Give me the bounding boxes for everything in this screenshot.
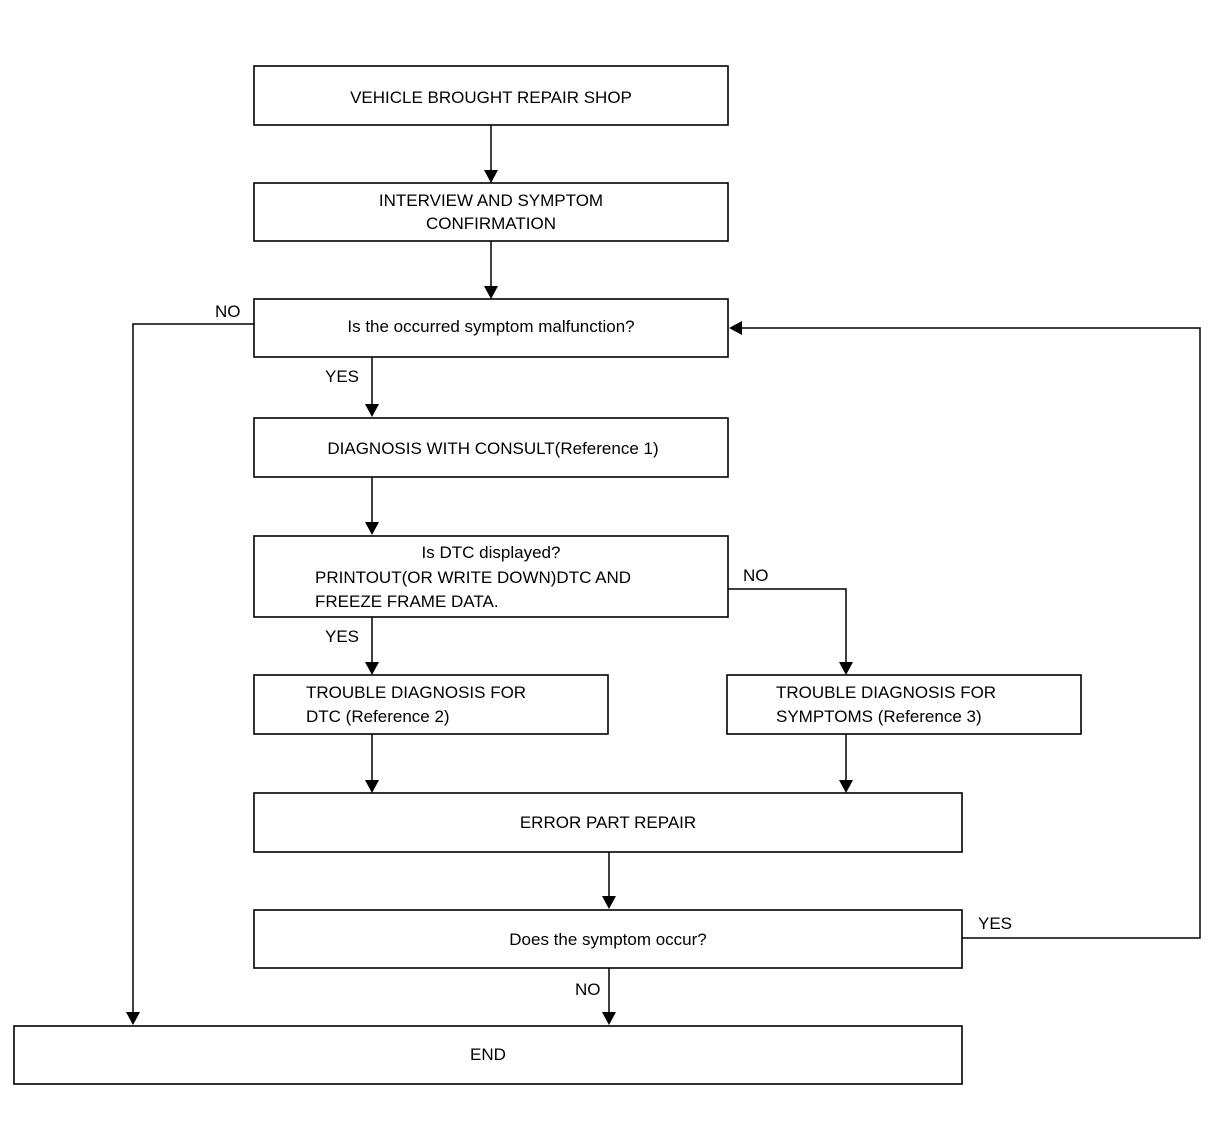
label-repair: ERROR PART REPAIR [520, 813, 696, 832]
branch-label-yes-dtc: YES [325, 627, 359, 646]
label-consult: DIAGNOSIS WITH CONSULT(Reference 1) [327, 439, 658, 458]
arrowhead-repair-left [365, 780, 379, 793]
label-end: END [470, 1045, 506, 1064]
arrowhead-symptom-check [484, 286, 498, 299]
label-dtc-diag-line2: DTC (Reference 2) [306, 707, 450, 726]
branch-label-yes-symptom: YES [325, 367, 359, 386]
label-dtc-diag-line1: TROUBLE DIAGNOSIS FOR [306, 683, 526, 702]
branch-label-no-symptom: NO [215, 302, 241, 321]
arrowhead-loop-back [729, 321, 742, 335]
arrowhead-symptom-diag [839, 662, 853, 675]
arrowhead-occur-check [602, 896, 616, 909]
connector-symptom-no-to-end [132, 323, 254, 1014]
arrowhead-end-center [602, 1012, 616, 1025]
box-dtc-diag [253, 674, 609, 735]
box-dtc-check [253, 535, 729, 618]
box-symptom-diag [726, 674, 1082, 735]
label-interview-line2: CONFIRMATION [426, 214, 556, 233]
decision-symptom-occur: Does the symptom occur? [253, 909, 963, 969]
decision-dtc-displayed: Is DTC displayed? PRINTOUT(OR WRITE DOWN… [253, 535, 729, 618]
label-occur-check: Does the symptom occur? [509, 930, 706, 949]
label-vehicle-brought: VEHICLE BROUGHT REPAIR SHOP [350, 88, 632, 107]
step-error-part-repair: ERROR PART REPAIR [253, 792, 963, 853]
label-dtc-check-line1: Is DTC displayed? [422, 543, 561, 562]
step-vehicle-brought: VEHICLE BROUGHT REPAIR SHOP [253, 65, 729, 126]
step-symptom-diagnosis: TROUBLE DIAGNOSIS FOR SYMPTOMS (Referenc… [726, 674, 1082, 735]
connector-dtc-no [728, 588, 847, 664]
label-symptom-diag-line2: SYMPTOMS (Reference 3) [776, 707, 982, 726]
box-consult [253, 417, 729, 478]
decision-symptom-malfunction: Is the occurred symptom malfunction? [253, 298, 729, 358]
label-symptom-check: Is the occurred symptom malfunction? [347, 317, 634, 336]
arrowhead-repair-right [839, 780, 853, 793]
label-dtc-check-line2: PRINTOUT(OR WRITE DOWN)DTC AND [315, 568, 631, 587]
step-dtc-diagnosis: TROUBLE DIAGNOSIS FOR DTC (Reference 2) [253, 674, 609, 735]
connectors [126, 125, 1201, 1025]
step-interview: INTERVIEW AND SYMPTOM CONFIRMATION [253, 182, 729, 242]
step-end: END [13, 1025, 963, 1085]
branch-labels: NO YES NO YES YES NO [215, 302, 1012, 999]
arrowhead-end-left [126, 1012, 140, 1025]
label-dtc-check-line3: FREEZE FRAME DATA. [315, 592, 499, 611]
arrowhead-dtc-check [365, 522, 379, 535]
branch-label-no-dtc: NO [743, 566, 769, 585]
step-consult: DIAGNOSIS WITH CONSULT(Reference 1) [253, 417, 729, 478]
arrowhead-consult [365, 404, 379, 417]
box-occur-check [253, 909, 963, 969]
branch-label-yes-occur: YES [978, 914, 1012, 933]
connector-occur-yes-loop [741, 327, 1201, 939]
box-symptom-check [253, 298, 729, 358]
box-repair [253, 792, 963, 853]
label-symptom-diag-line1: TROUBLE DIAGNOSIS FOR [776, 683, 996, 702]
arrowhead-interview [484, 170, 498, 183]
box-end [13, 1025, 963, 1085]
box-interview [253, 182, 729, 242]
box-vehicle-brought [253, 65, 729, 126]
label-interview-line1: INTERVIEW AND SYMPTOM [379, 191, 603, 210]
arrowhead-dtc-diag [365, 662, 379, 675]
branch-label-no-occur: NO [575, 980, 601, 999]
